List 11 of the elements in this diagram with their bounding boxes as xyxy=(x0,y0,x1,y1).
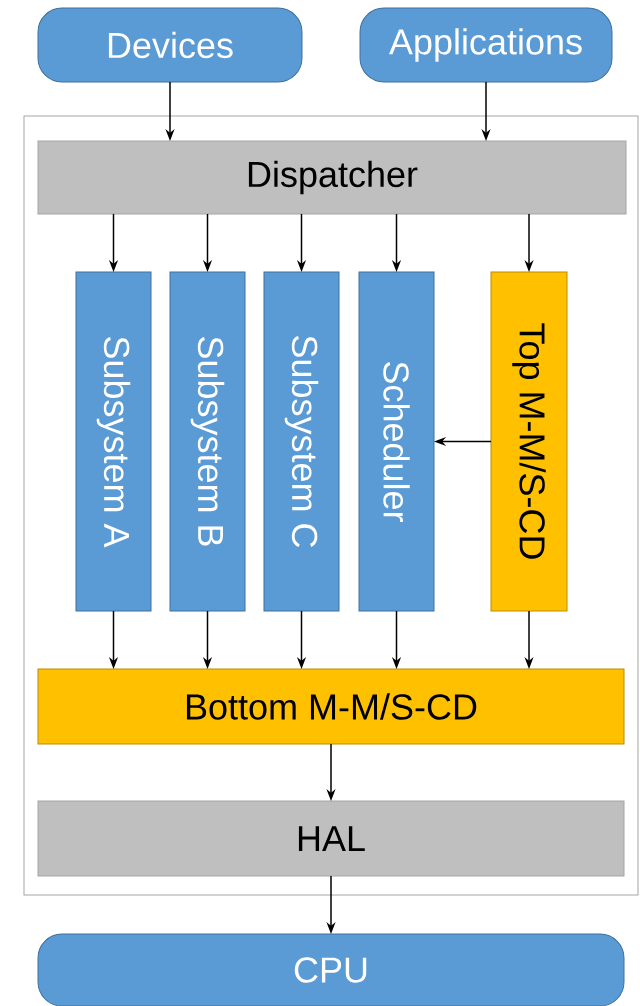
rounded-box: Applications xyxy=(359,7,613,83)
column-box: Top M-M/S-CD xyxy=(490,271,568,612)
layer-box: Bottom M-M/S-CD xyxy=(37,668,625,745)
layer-box: HAL xyxy=(37,800,625,877)
column-box: Scheduler xyxy=(358,271,435,612)
rounded-box: Devices xyxy=(37,7,303,83)
rounded-box: CPU xyxy=(37,933,625,1006)
column-box: Subsystem B xyxy=(169,271,246,612)
column-box: Subsystem C xyxy=(263,271,340,612)
layer-box: Dispatcher xyxy=(37,140,627,215)
column-box: Subsystem A xyxy=(75,271,152,612)
